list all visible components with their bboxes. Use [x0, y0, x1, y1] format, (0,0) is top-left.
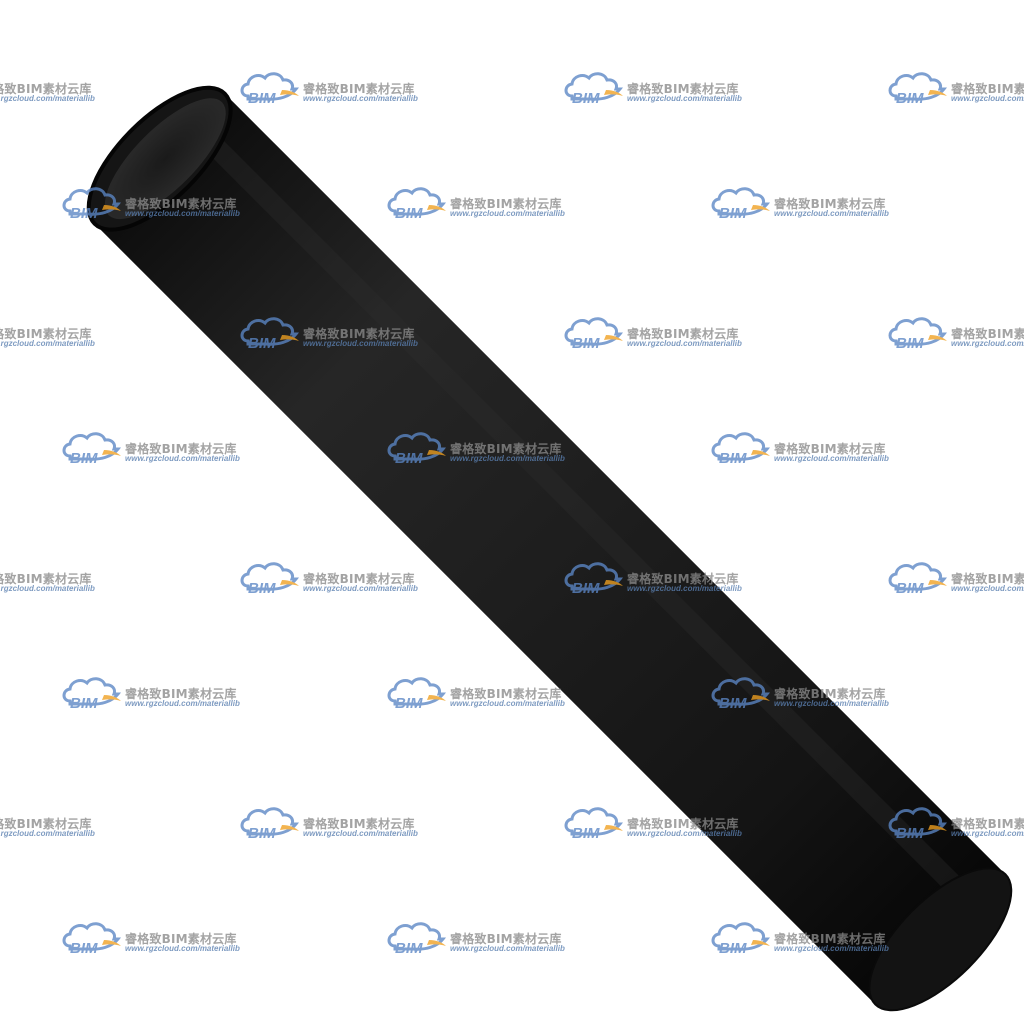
pipe-sheen — [209, 140, 959, 890]
pipe-opening-hole — [104, 98, 226, 220]
pipe-body — [94, 93, 1006, 1005]
